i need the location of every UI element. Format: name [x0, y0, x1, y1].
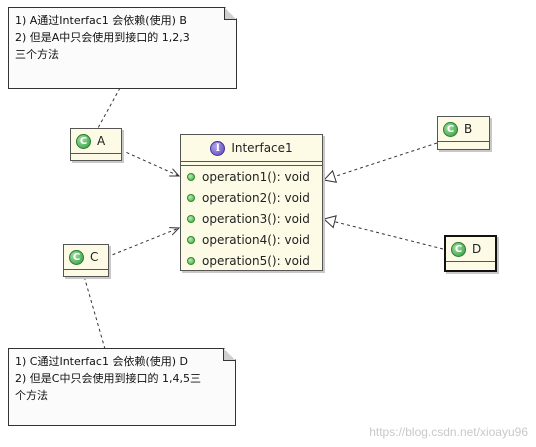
operation-label: operation3(): void — [202, 211, 310, 226]
note-top-line-1: 1) A通过Interfac1 会依赖(使用) B — [15, 14, 187, 27]
public-operation-icon — [187, 193, 195, 202]
watermark: https://blog.csdn.net/xioayu96 — [369, 425, 528, 439]
operation-row[interactable]: operation2(): void — [181, 187, 322, 208]
class-d-name: D — [472, 242, 482, 256]
dependency-c-to-interface — [106, 228, 179, 258]
interface-interface1[interactable]: I Interface1 operation1(): void operatio… — [180, 134, 323, 271]
operation-label: operation4(): void — [202, 232, 310, 247]
class-a[interactable]: C A — [70, 128, 122, 161]
class-icon: C — [76, 133, 91, 149]
note-bottom-line-3: 个方法 — [15, 389, 48, 402]
class-a-compartments — [71, 153, 121, 157]
public-operation-icon — [187, 172, 195, 181]
public-operation-icon — [187, 235, 195, 244]
class-d-compartments — [446, 261, 495, 265]
note-bottom-line-2: 2) 但是C中只会使用到接口的 1,4,5三 — [15, 372, 201, 385]
class-b-name: B — [464, 122, 473, 136]
class-icon: C — [451, 241, 466, 257]
note-anchor-top — [97, 87, 121, 129]
realization-d-to-interface — [322, 215, 444, 250]
operation-row[interactable]: operation1(): void — [181, 166, 322, 187]
operation-label: operation5(): void — [202, 253, 310, 268]
operation-row[interactable]: operation5(): void — [181, 250, 322, 271]
note-top-line-3: 三个方法 — [15, 48, 59, 61]
class-c[interactable]: C C — [63, 244, 109, 277]
dependency-a-to-interface — [120, 149, 179, 176]
class-c-name: C — [90, 250, 99, 264]
public-operation-icon — [187, 214, 195, 223]
note-bottom: 1) C通过Interfac1 会依赖(使用) D 2) 但是C中只会使用到接口… — [8, 348, 236, 426]
class-a-name: A — [97, 134, 106, 148]
class-d[interactable]: C D — [444, 235, 497, 272]
interface-name: Interface1 — [231, 141, 293, 155]
note-bottom-line-1: 1) C通过Interfac1 会依赖(使用) D — [15, 355, 188, 368]
operation-row[interactable]: operation4(): void — [181, 229, 322, 250]
class-icon: C — [443, 121, 458, 137]
class-b-compartments — [438, 141, 489, 145]
public-operation-icon — [187, 256, 195, 265]
class-c-compartments — [64, 269, 108, 273]
operation-label: operation2(): void — [202, 190, 310, 205]
note-anchor-bottom — [83, 275, 106, 350]
operation-row[interactable]: operation3(): void — [181, 208, 322, 229]
interface-attributes-compartment — [181, 162, 322, 166]
class-b[interactable]: C B — [437, 116, 490, 150]
realization-b-to-interface — [323, 142, 438, 183]
note-top-line-2: 2) 但是A中只会使用到接口的 1,2,3 — [15, 31, 190, 44]
class-icon: C — [69, 249, 84, 265]
interface-icon: I — [210, 140, 226, 156]
note-top: 1) A通过Interfac1 会依赖(使用) B 2) 但是A中只会使用到接口… — [8, 7, 237, 89]
operation-label: operation1(): void — [202, 169, 310, 184]
